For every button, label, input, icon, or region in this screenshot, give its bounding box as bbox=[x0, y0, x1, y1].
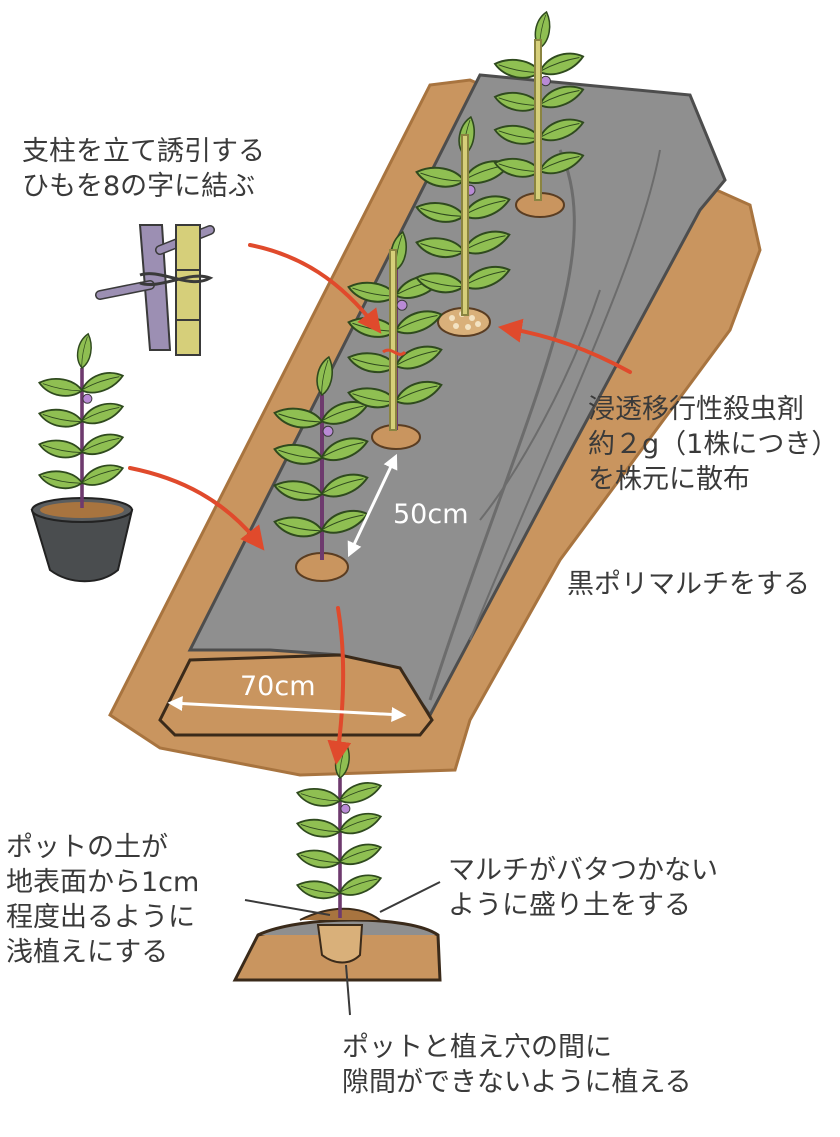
eggplant-seedling-icon bbox=[271, 354, 372, 560]
stake-label-line: ひもを8の字に結ぶ bbox=[22, 171, 256, 202]
spacing-dimension: 50cm bbox=[393, 499, 469, 530]
pot-icon bbox=[30, 497, 134, 583]
planting-cross-section bbox=[232, 907, 442, 982]
mulch-label: 黒ポリマルチをする bbox=[567, 567, 810, 602]
pot-soil-label-line: 程度出るように bbox=[6, 902, 195, 933]
gap-label-line: ポットと植え穴の間に bbox=[342, 1032, 612, 1063]
cross-section-plant bbox=[294, 741, 385, 918]
mound-label-line: マルチがバタつかない bbox=[448, 855, 718, 886]
figure-eight-tie bbox=[382, 348, 407, 356]
pot-soil-label-line: 地表面から1cm bbox=[6, 867, 200, 898]
eggplant-seedling-icon bbox=[36, 331, 127, 508]
eggplant-seedling-icon bbox=[294, 741, 385, 918]
insecticide-label-line: 約２g（1株につき） bbox=[588, 429, 839, 460]
pot-soil-label-line: 浅植えにする bbox=[6, 937, 169, 968]
stake-label-line: 支柱を立て誘引する bbox=[22, 136, 265, 167]
stake-label: 支柱を立て誘引する ひもを8の字に結ぶ bbox=[22, 134, 265, 204]
granule-icon bbox=[449, 311, 481, 330]
eggplant-seedling-icon bbox=[36, 331, 127, 508]
insecticide-label-line: を株元に散布 bbox=[588, 464, 750, 495]
stake-icon bbox=[389, 39, 542, 431]
gap-label-line: 隙間ができないように植える bbox=[342, 1067, 692, 1098]
insecticide-label: 浸透移行性殺虫剤 約２g（1株につき） を株元に散布 bbox=[588, 392, 838, 497]
pot-soil-label-line: ポットの土が bbox=[6, 832, 168, 863]
root-ball bbox=[316, 924, 364, 964]
mound-label: マルチがバタつかない ように盛り土をする bbox=[448, 853, 718, 923]
pot-soil-label: ポットの土が 地表面から1cm 程度出るように 浅植えにする bbox=[6, 830, 199, 970]
mound-label-line: ように盛り土をする bbox=[448, 890, 691, 921]
insecticide-label-line: 浸透移行性殺虫剤 bbox=[588, 394, 804, 425]
width-dimension: 70cm bbox=[240, 671, 316, 702]
arrow-icon bbox=[128, 243, 632, 766]
dimension-arrows bbox=[167, 453, 407, 722]
leader-lines bbox=[244, 881, 441, 1016]
planting-holes bbox=[295, 192, 565, 582]
mulch-label-text: 黒ポリマルチをする bbox=[567, 569, 810, 600]
stake-detail bbox=[95, 224, 215, 356]
gap-label: ポットと植え穴の間に 隙間ができないように植える bbox=[342, 1030, 692, 1100]
